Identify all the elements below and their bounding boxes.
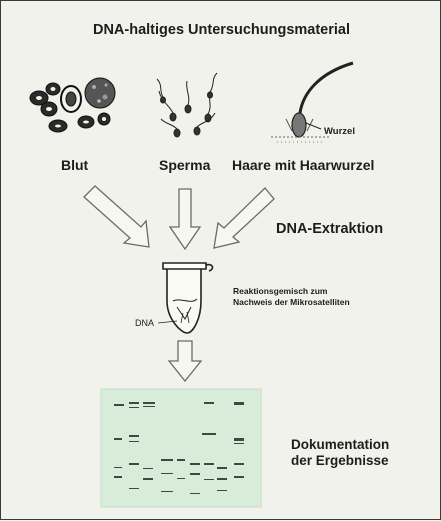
sperm-cells-illustration <box>157 73 217 137</box>
label-dna: DNA <box>135 318 154 328</box>
label-reaction-line1: Reaktionsgemisch zum <box>233 286 327 296</box>
label-reaction-line2: Nachweis der Mikrosatelliten <box>233 297 350 307</box>
label-dna-extraktion: DNA-Extraktion <box>276 221 383 237</box>
label-blut: Blut <box>61 157 88 173</box>
label-sperma: Sperma <box>159 157 210 173</box>
arrow-from-blut <box>84 186 149 247</box>
gel-documentation <box>101 389 261 507</box>
label-documentation-line1: Dokumentation <box>291 437 389 452</box>
arrow-from-haare <box>214 188 274 248</box>
convergence-arrows <box>84 186 274 249</box>
label-documentation-line2: der Ergebnisse <box>291 453 389 468</box>
label-wurzel: Wurzel <box>324 126 355 137</box>
blood-cells-illustration <box>30 78 115 132</box>
arrow-to-documentation <box>169 341 201 381</box>
reaction-tube-illustration <box>158 263 213 333</box>
label-haare: Haare mit Haarwurzel <box>232 157 374 173</box>
arrow-from-sperma <box>170 189 200 249</box>
